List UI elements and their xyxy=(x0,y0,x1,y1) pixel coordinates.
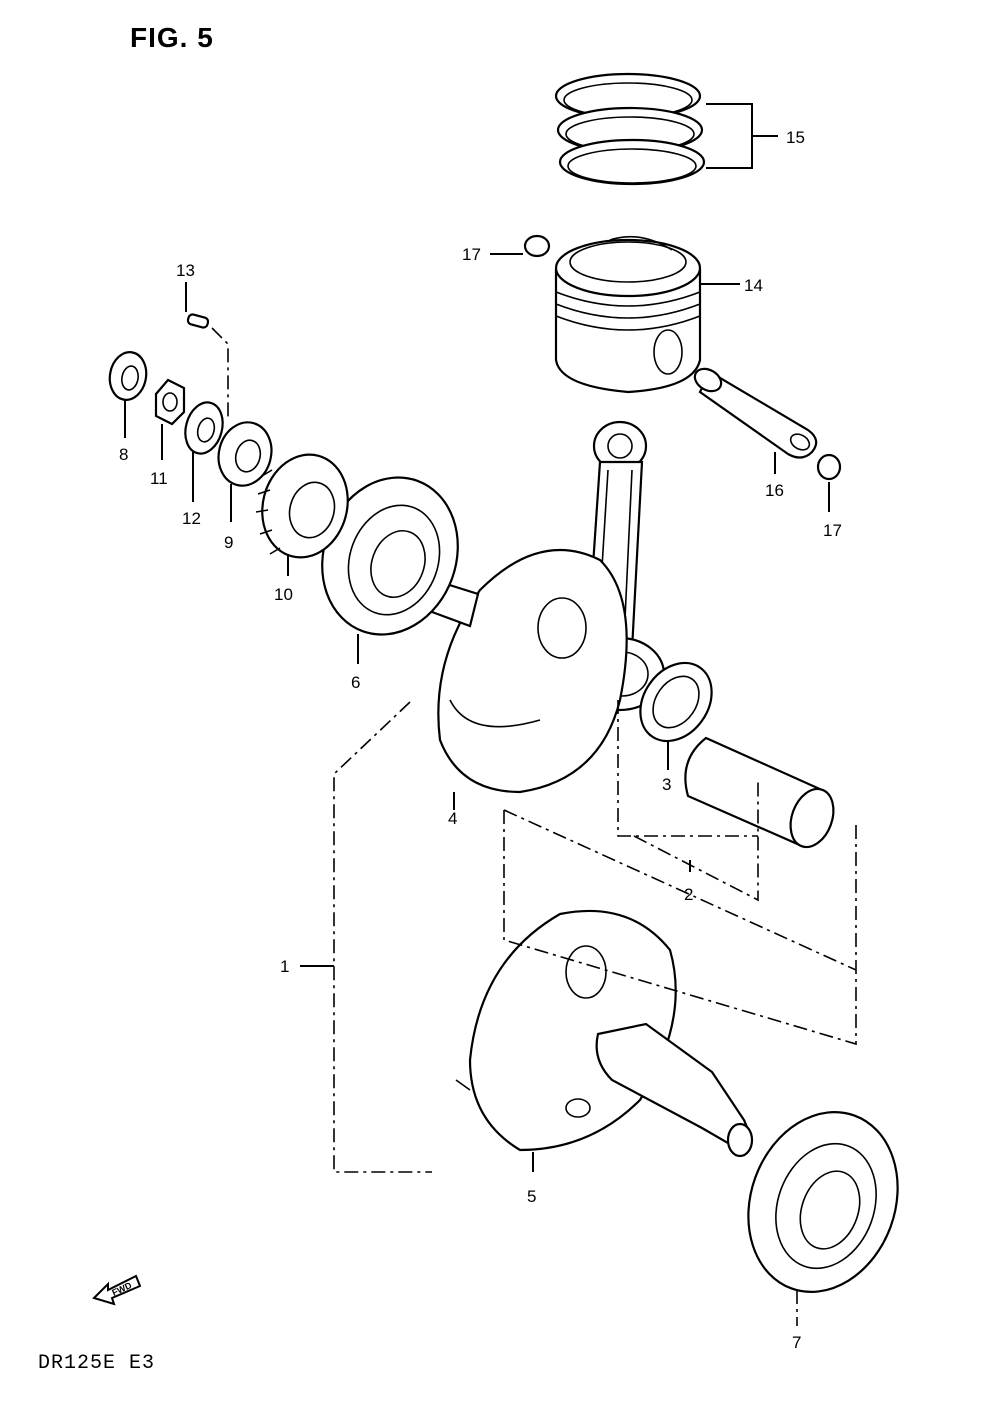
woodruff-key xyxy=(186,313,210,329)
callout-12: 12 xyxy=(182,509,201,528)
callout-8: 8 xyxy=(119,445,128,464)
model-code: DR125E E3 xyxy=(38,1352,156,1375)
main-bearing-right xyxy=(747,1111,899,1293)
crank-web-right xyxy=(455,909,677,1152)
callout-17-right: 17 xyxy=(823,521,842,540)
needle-bearing xyxy=(639,661,713,743)
crank-pin xyxy=(684,736,835,849)
callout-3: 3 xyxy=(662,775,671,794)
callout-17-upper: 17 xyxy=(462,245,481,264)
crank-web-left xyxy=(437,548,628,794)
callout-9: 9 xyxy=(224,533,233,552)
figure-title: FIG. 5 xyxy=(130,22,214,53)
piston-rings xyxy=(554,72,706,186)
nut xyxy=(154,378,186,426)
callout-15: 15 xyxy=(786,128,805,147)
crankshaft-right-shaft xyxy=(595,1022,754,1158)
circlip-upper xyxy=(523,234,551,258)
callout-4: 4 xyxy=(448,809,457,828)
callout-11: 11 xyxy=(150,469,168,488)
callout-16: 16 xyxy=(765,481,784,500)
callout-10: 10 xyxy=(274,585,293,604)
callout-5: 5 xyxy=(527,1187,536,1206)
callout-7: 7 xyxy=(792,1333,801,1352)
main-bearing-left xyxy=(321,476,459,636)
washer xyxy=(184,401,224,455)
callout-6: 6 xyxy=(351,673,360,692)
circlip-right xyxy=(816,453,842,481)
forward-arrow-icon: FWD xyxy=(92,1274,142,1306)
drive-gear xyxy=(217,421,273,487)
callout-14: 14 xyxy=(744,276,763,295)
callout-2: 2 xyxy=(684,885,693,904)
callout-1: 1 xyxy=(280,957,289,976)
piston-pin xyxy=(693,367,818,459)
callout-13: 13 xyxy=(176,261,195,280)
piston xyxy=(554,235,702,394)
primary-gear xyxy=(255,453,349,559)
oil-seal xyxy=(108,351,148,401)
